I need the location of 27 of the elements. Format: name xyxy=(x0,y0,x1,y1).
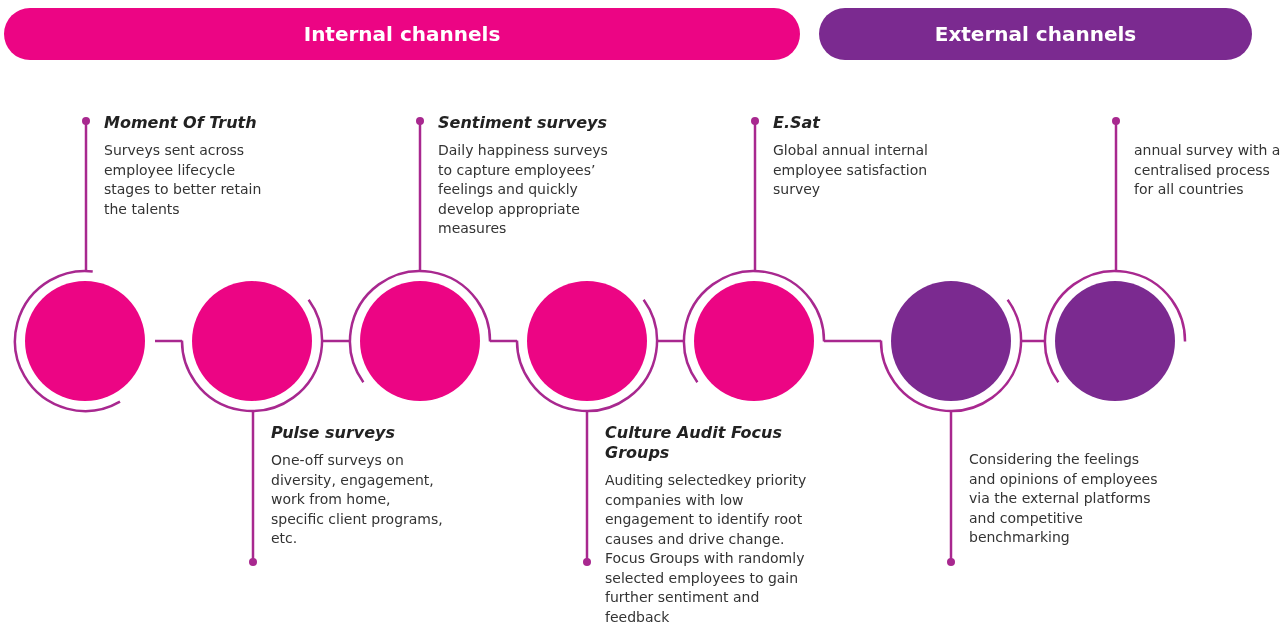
channel-description: One-off surveys on diversity, engagement, work from home, specific client programs, etc. xyxy=(271,451,443,548)
leader-line xyxy=(947,411,955,566)
channel-banner: Internal channels xyxy=(4,8,800,60)
channel-heading: E.Sat xyxy=(773,113,822,133)
leader-line xyxy=(1112,117,1120,271)
channel-description: annual survey with a centralised process for all countries xyxy=(1134,141,1282,199)
channel-description: Considering the feelings and opinions of employees via the external platforms and competitive benchmarking xyxy=(969,450,1159,547)
connector-line xyxy=(824,339,881,343)
channel-description: Surveys sent across employee lifecycle stages to better retain the talents xyxy=(104,141,263,219)
channel-heading: Pulse surveys xyxy=(271,423,396,443)
channel-heading: Culture Audit Focus Groups xyxy=(605,423,783,463)
channel-heading: Sentiment surveys xyxy=(438,113,609,133)
leader-line xyxy=(82,117,90,271)
connector-line xyxy=(155,339,182,343)
connector-line xyxy=(1021,339,1045,343)
channel-heading: Moment Of Truth xyxy=(104,113,258,133)
connector-line xyxy=(322,339,350,343)
connector-line xyxy=(657,339,684,343)
channel-banner: External channels xyxy=(819,8,1252,60)
connector-line xyxy=(490,339,517,343)
leader-line xyxy=(249,411,257,566)
channel-description: Global annual internal employee satisfaction survey xyxy=(773,141,929,199)
leader-line xyxy=(416,117,424,271)
channel-description: Auditing selectedkey priority companies with low engagement to identify root causes and drive change. Focus Groups with randomly selected employees to gain further sentiment and feedback xyxy=(605,471,808,627)
leader-line xyxy=(583,411,591,566)
channel-description: Daily happiness surveys to capture employees’ feelings and quickly develop appropriate measures xyxy=(438,141,609,238)
leader-line xyxy=(751,117,759,271)
